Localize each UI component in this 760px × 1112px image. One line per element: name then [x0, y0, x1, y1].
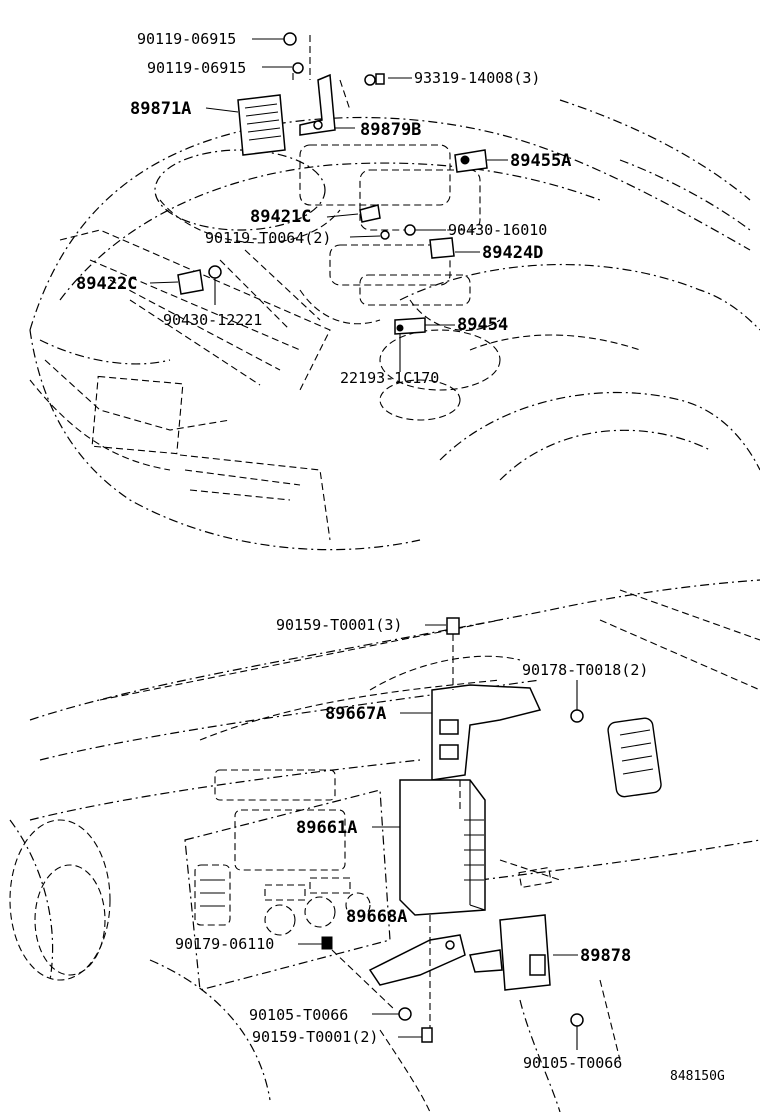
label-89879b: 89879B — [360, 120, 421, 140]
label-93319-14008: 93319-14008(3) — [414, 69, 540, 87]
label-90119-t0064: 90119-T0064(2) — [205, 229, 331, 247]
dashboard-illustration — [9, 579, 760, 1112]
bolts-lower-icon — [321, 617, 584, 1043]
label-90159-t0001-2: 90159-T0001(2) — [252, 1028, 378, 1046]
ecu-89661a-icon — [399, 779, 486, 916]
label-89878: 89878 — [580, 946, 631, 966]
label-90119-06915-b: 90119-06915 — [147, 59, 246, 77]
sensor-89455a-icon — [454, 149, 488, 173]
label-90119-06915-a: 90119-06915 — [137, 30, 236, 48]
bracket-89668a-icon — [368, 934, 466, 986]
engine-part-labels: 90119-06915 90119-06915 93319-14008(3) 8… — [76, 30, 571, 387]
label-89455a: 89455A — [510, 151, 571, 171]
dash-part-labels: 90159-T0001(3) 90178-T0018(2) 89667A 896… — [175, 616, 725, 1084]
bolt-93319-14008-icon — [364, 73, 385, 86]
sensor-89422c-icon — [177, 265, 222, 295]
label-89871a: 89871A — [130, 99, 191, 119]
label-90430-12221: 90430-12221 — [163, 311, 262, 329]
module-89878-icon — [469, 914, 551, 991]
bolt-90119-06915-icon — [283, 32, 304, 80]
label-90430-16010: 90430-16010 — [448, 221, 547, 239]
sensor-89454-icon — [394, 317, 426, 335]
label-90105-t0066-a: 90105-T0066 — [249, 1006, 348, 1024]
label-22193-1c170: 22193-1C170 — [340, 369, 439, 387]
label-89454: 89454 — [457, 315, 508, 335]
bracket-89879b-icon — [299, 73, 336, 136]
leader-lines-upper — [149, 35, 508, 372]
washer-90430-16010-icon — [404, 224, 416, 236]
label-89424d: 89424D — [482, 243, 543, 263]
label-90179-06110: 90179-06110 — [175, 935, 274, 953]
label-90105-t0066-b: 90105-T0066 — [523, 1054, 622, 1072]
label-89422c: 89422C — [76, 274, 137, 294]
sensor-module-89871a-icon — [237, 94, 286, 156]
engine-bay-illustration — [29, 99, 760, 551]
label-90159-t0001-3: 90159-T0001(3) — [276, 616, 402, 634]
sensor-89424d-icon — [429, 237, 455, 259]
sensor-89421c-icon — [359, 204, 390, 240]
label-89667a: 89667A — [325, 704, 386, 724]
label-89421c: 89421C — [250, 207, 311, 227]
label-90178-t0018: 90178-T0018(2) — [522, 661, 648, 679]
label-89668a: 89668A — [346, 907, 407, 927]
figure-reference: 848150G — [670, 1069, 725, 1084]
label-89661a: 89661A — [296, 818, 357, 838]
bracket-89667a-icon — [431, 684, 542, 781]
leader-lines-lower — [298, 624, 578, 1050]
